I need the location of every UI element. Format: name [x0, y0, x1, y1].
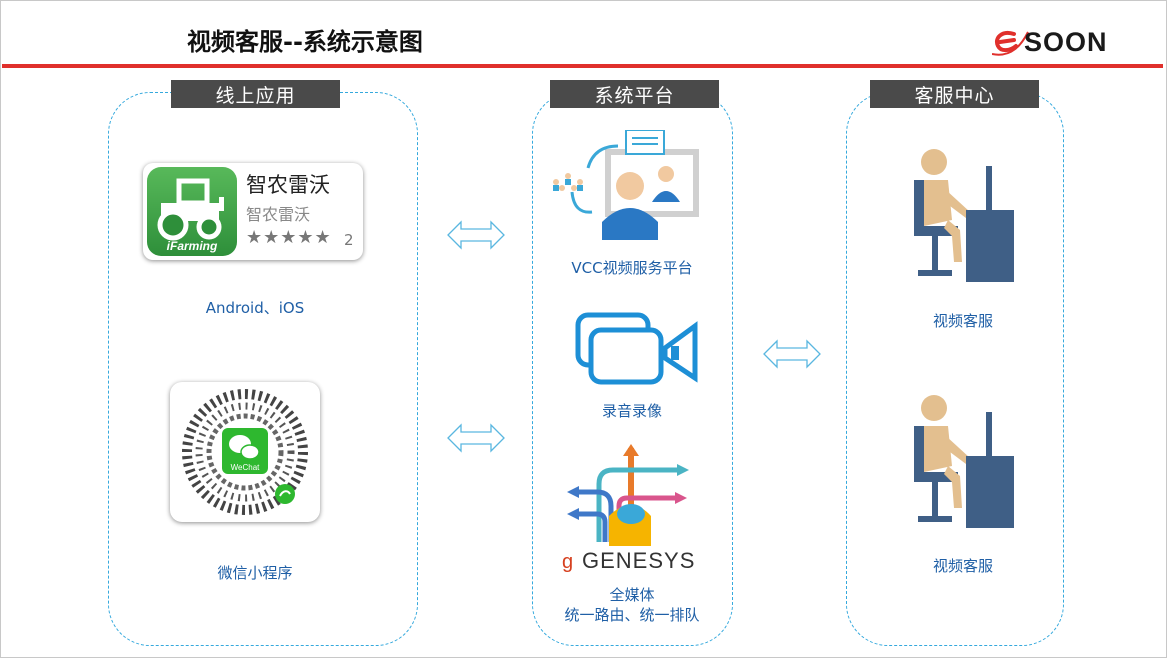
wechat-miniprogram-qr: WeChat [170, 382, 320, 522]
qr-pattern [182, 389, 308, 515]
tractor-icon: iFarming [157, 178, 224, 253]
app-subtitle: 智农雷沃 [246, 205, 311, 224]
video-camera-icon [575, 312, 698, 385]
rating-stars: ★★★★★ [246, 227, 332, 248]
online-apps-tag: 线上应用 [171, 80, 340, 108]
video-agent-icon [914, 149, 1014, 282]
omnimedia-routing-icon [567, 444, 689, 546]
video-agent-icon [914, 395, 1014, 528]
wechat-bubble-2 [240, 444, 260, 460]
service-center-tag: 客服中心 [870, 80, 1039, 108]
logo-e-mark [995, 31, 1018, 53]
system-platform-tag: 系统平台 [550, 80, 719, 108]
ifarming-text: iFarming [167, 239, 218, 253]
video-conference-icon [553, 130, 699, 240]
vcc-caption: VCC视频服务平台 [571, 259, 693, 277]
omnimedia-caption-line1: 全媒体 [609, 586, 655, 604]
logo-swoosh [992, 31, 1029, 56]
double-arrow-icon [447, 423, 505, 453]
svg-text:ɡ: ɡ [562, 551, 573, 572]
miniprogram-caption: 微信小程序 [217, 564, 293, 582]
recording-caption: 录音录像 [601, 402, 662, 420]
double-arrow-icon [763, 339, 821, 369]
agent-2-caption: 视频客服 [932, 557, 993, 575]
rating-count: 2 [344, 231, 354, 249]
esoon-logo: SOON [992, 27, 1108, 57]
app-name: 智农雷沃 [246, 173, 330, 197]
android-ios-caption: Android、iOS [205, 299, 305, 317]
header-divider [2, 64, 1163, 68]
genesys-logo-text: GENESYS [582, 548, 695, 572]
miniprogram-icon [275, 484, 295, 504]
page-title: 视频客服--系统示意图 [187, 28, 423, 56]
agent-1-caption: 视频客服 [932, 312, 993, 330]
omnimedia-caption-line2: 统一路由、统一排队 [564, 606, 700, 624]
app-store-card: iFarming 智农雷沃 智农雷沃 ★★★★★ 2 [143, 163, 363, 260]
qr-code-graphic: WeChat [182, 389, 308, 515]
double-arrow-icon [447, 220, 505, 250]
logo-text: SOON [1024, 27, 1108, 57]
wechat-badge-text: WeChat [231, 463, 261, 472]
ifarming-app-icon: iFarming [147, 167, 237, 256]
genesys-logo: ɡ GENESYS [562, 548, 695, 572]
